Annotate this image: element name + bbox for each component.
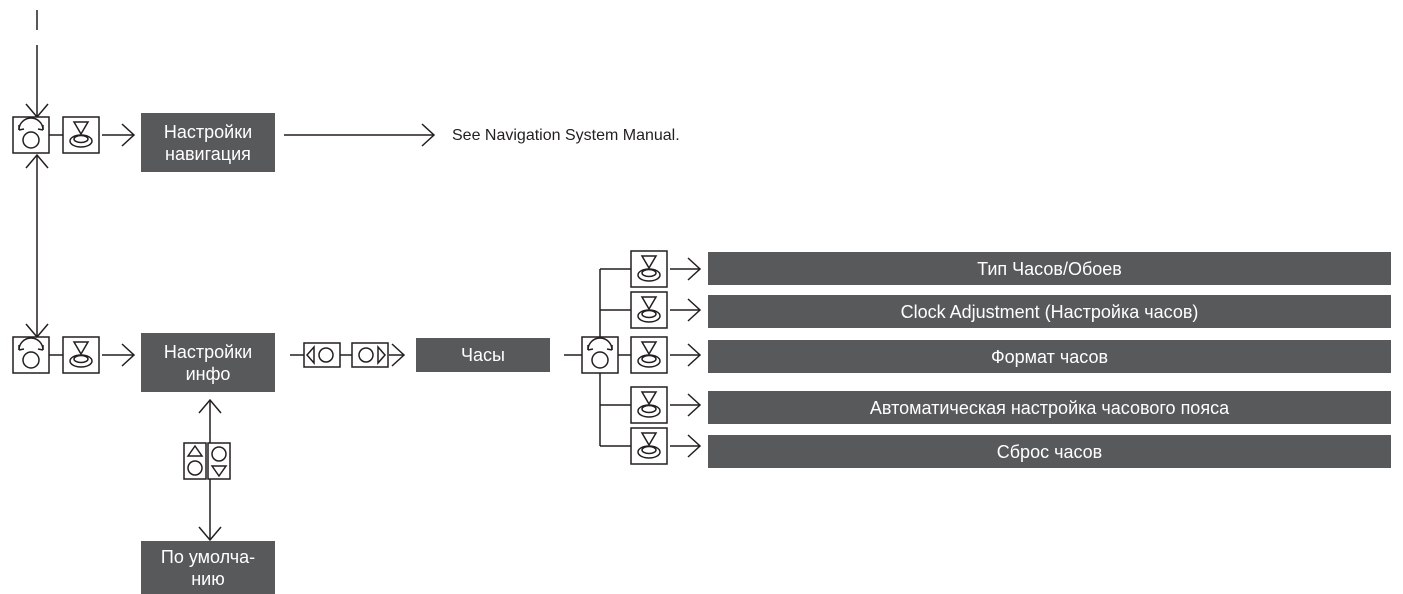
move-left-right-icon xyxy=(303,342,389,368)
submenu-branch-lines xyxy=(599,268,631,447)
press-knob-icon xyxy=(62,116,100,154)
clock-menu-item-label: Формат часов xyxy=(990,346,1109,367)
box-line: нию xyxy=(191,568,225,589)
info-settings-box: Настройки инфо xyxy=(141,333,275,392)
clock-box-label: Часы xyxy=(461,345,505,365)
press-knob-icon xyxy=(630,386,668,424)
navigation-settings-box: Настройки навигация xyxy=(141,113,275,172)
box-line: навигация xyxy=(165,143,251,164)
clock-menu-item: Сброс часов xyxy=(708,435,1391,468)
left-flow-lines xyxy=(25,10,49,339)
box-line: Настройки xyxy=(163,121,253,142)
rotate-knob-icon xyxy=(581,336,619,374)
clock-menu-item: Тип Часов/Обоев xyxy=(708,252,1391,285)
arrow-right-icon xyxy=(389,343,406,367)
clock-menu-item-label: Clock Adjustment (Настройка часов) xyxy=(900,301,1199,322)
clock-menu-item-label: Тип Часов/Обоев xyxy=(977,258,1122,279)
press-knob-icon xyxy=(630,336,668,374)
clock-menu-item-label: Автоматическая настройка часового пояса xyxy=(869,397,1230,418)
clock-menu-item: Clock Adjustment (Настройка часов) xyxy=(708,295,1391,328)
press-knob-icon xyxy=(630,427,668,465)
clock-box: Часы xyxy=(416,338,550,372)
submenu-arrows xyxy=(670,257,702,458)
arrow-right-icon xyxy=(102,123,136,147)
box-line: Настройки xyxy=(163,341,253,362)
box-line: инфо xyxy=(185,363,231,384)
press-knob-icon xyxy=(62,336,100,374)
clock-menu-item: Формат часов xyxy=(708,340,1391,373)
move-up-down-icon xyxy=(183,442,231,480)
arrow-right-icon xyxy=(284,123,436,147)
rotate-knob-icon xyxy=(12,116,50,154)
clock-menu-item-label: Сброс часов xyxy=(996,441,1103,462)
navigation-manual-note: See Navigation System Manual. xyxy=(452,127,680,144)
press-knob-icon xyxy=(630,250,668,288)
default-box: По умолча- нию xyxy=(141,541,275,594)
clock-menu-item: Автоматическая настройка часового пояса xyxy=(708,391,1391,424)
box-line: По умолча- xyxy=(160,546,256,567)
press-knob-icon xyxy=(630,291,668,329)
arrow-right-icon xyxy=(102,343,136,367)
rotate-knob-icon xyxy=(12,336,50,374)
